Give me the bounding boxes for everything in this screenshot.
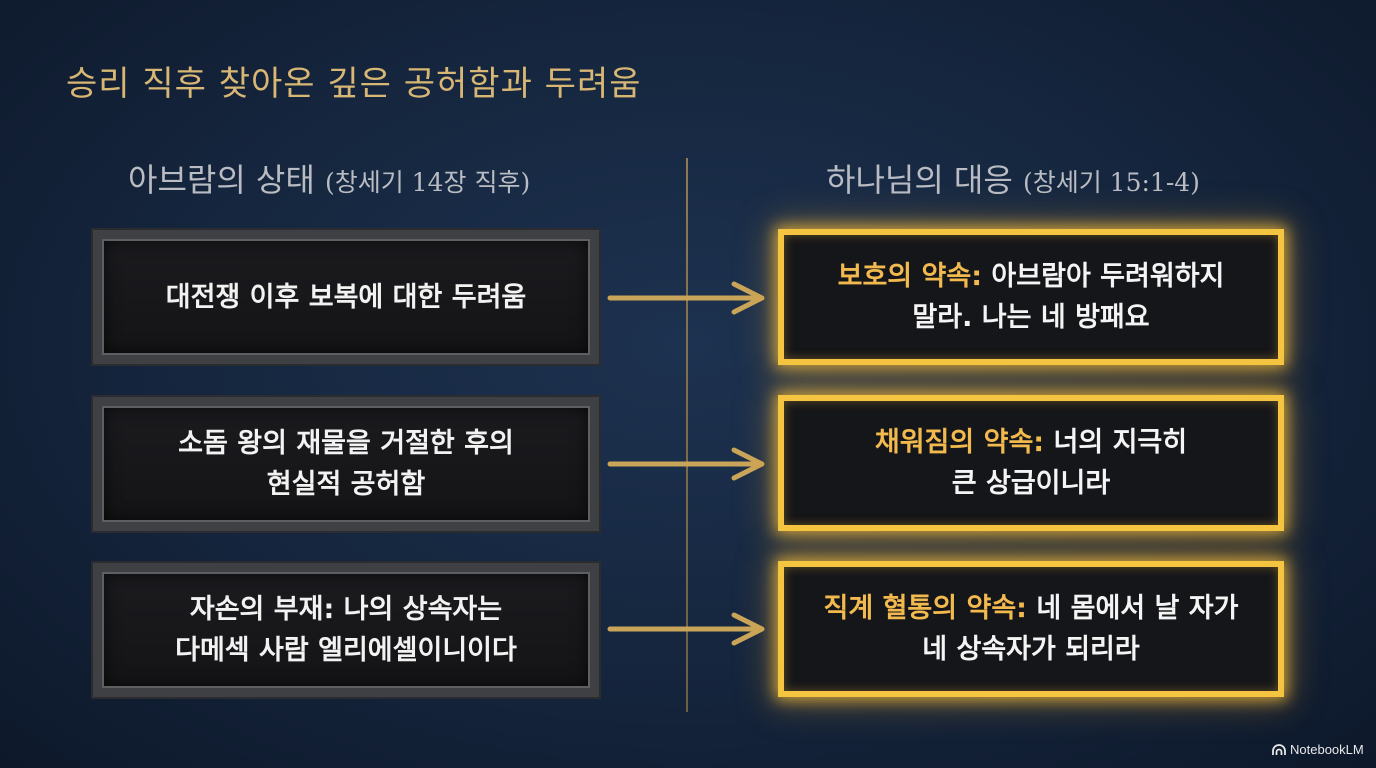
promise-box-protection: 보호의 약속: 아브람아 두려워하지 말라. 나는 네 방패요 bbox=[778, 229, 1284, 365]
promise-lead: 보호의 약속: bbox=[837, 261, 983, 292]
promise-box-text: 채워짐의 약속: 너의 지극히 큰 상급이니라 bbox=[875, 422, 1187, 504]
promise-line1: 네 몸에서 날 자가 bbox=[1036, 593, 1239, 624]
state-box-emptiness: 소돔 왕의 재물을 거절한 후의 현실적 공허함 bbox=[93, 397, 599, 531]
promise-box-reward: 채워짐의 약속: 너의 지극히 큰 상급이니라 bbox=[778, 395, 1284, 531]
state-box-fear: 대전쟁 이후 보복에 대한 두려움 bbox=[93, 230, 599, 364]
promise-line1: 너의 지극히 bbox=[1053, 427, 1188, 458]
state-box-text: 대전쟁 이후 보복에 대한 두려움 bbox=[166, 277, 527, 318]
promise-line1: 아브람아 두려워하지 bbox=[991, 261, 1225, 292]
state-box-line1: 대전쟁 이후 보복에 대한 두려움 bbox=[165, 281, 527, 313]
right-heading-text: 하나님의 대응 bbox=[826, 161, 1013, 199]
promise-box-text: 직계 혈통의 약속: 네 몸에서 날 자가 네 상속자가 되리라 bbox=[824, 588, 1239, 670]
state-box-line1: 자손의 부재: 나의 상속자는 bbox=[189, 594, 503, 625]
promise-lead: 채워짐의 약속: bbox=[874, 427, 1045, 458]
state-box-line2: 다메섹 사람 엘리에셀이니이다 bbox=[175, 635, 517, 666]
notebooklm-logo-icon bbox=[1272, 743, 1286, 755]
state-box-line1: 소돔 왕의 재물을 거절한 후의 bbox=[178, 428, 514, 459]
state-box-line2: 현실적 공허함 bbox=[266, 469, 426, 500]
state-box-text: 자손의 부재: 나의 상속자는 다메섹 사람 엘리에셀이니이다 bbox=[175, 589, 517, 671]
right-heading-reference: (창세기 15:1-4) bbox=[1022, 168, 1200, 197]
left-heading-reference: (창세기 14장 직후) bbox=[324, 168, 531, 197]
notebooklm-branding: NotebookLM bbox=[1272, 742, 1364, 757]
right-column-heading: 하나님의 대응 (창세기 15:1-4) bbox=[826, 155, 1200, 201]
left-column-heading: 아브람의 상태 (창세기 14장 직후) bbox=[128, 155, 530, 201]
promise-lead: 직계 혈통의 약속: bbox=[823, 593, 1027, 624]
state-box-no-heir: 자손의 부재: 나의 상속자는 다메섹 사람 엘리에셀이니이다 bbox=[93, 563, 599, 697]
promise-box-text: 보호의 약속: 아브람아 두려워하지 말라. 나는 네 방패요 bbox=[838, 256, 1225, 338]
slide-title: 승리 직후 찾아온 깊은 공허함과 두려움 bbox=[66, 64, 642, 104]
brand-label: NotebookLM bbox=[1290, 742, 1364, 757]
column-divider bbox=[686, 158, 688, 712]
state-box-text: 소돔 왕의 재물을 거절한 후의 현실적 공허함 bbox=[178, 423, 514, 505]
arrow-right-icon bbox=[607, 612, 765, 646]
arrow-right-icon bbox=[607, 447, 765, 481]
promise-line2: 큰 상급이니라 bbox=[951, 468, 1111, 499]
promise-line2: 네 상속자가 되리라 bbox=[922, 634, 1140, 665]
arrow-right-icon bbox=[607, 281, 765, 315]
promise-line2: 말라. 나는 네 방패요 bbox=[912, 302, 1150, 333]
left-heading-text: 아브람의 상태 bbox=[128, 161, 315, 199]
promise-box-heir: 직계 혈통의 약속: 네 몸에서 날 자가 네 상속자가 되리라 bbox=[778, 561, 1284, 697]
